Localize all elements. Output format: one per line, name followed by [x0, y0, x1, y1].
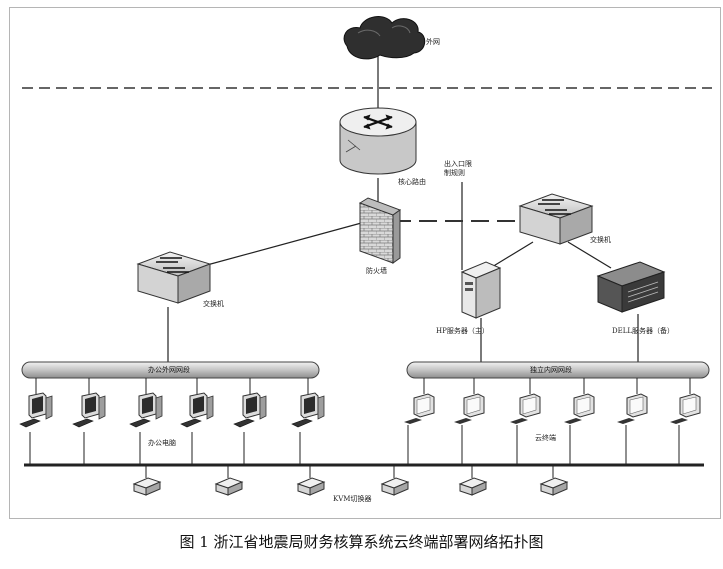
dell-server-label: DELL服务器（备） — [612, 327, 675, 335]
office-pc-icon — [129, 392, 163, 428]
core-router-label: 核心路由 — [398, 178, 426, 186]
link-firewall-left-switch — [195, 221, 366, 269]
kvm-unit-icon — [380, 477, 410, 496]
office-segment-bar — [21, 361, 320, 379]
kvm-unit-icon — [132, 477, 162, 496]
office-pc-group — [19, 392, 325, 428]
kvm-unit-icon — [458, 477, 488, 496]
office-pc-icon — [233, 392, 267, 428]
core-router-icon — [339, 107, 417, 175]
cloud-terminal-icon — [454, 393, 485, 424]
kvm-unit-icon — [296, 477, 326, 496]
dell-server-icon — [596, 261, 666, 313]
terminal-drop-lines — [29, 378, 691, 478]
cloud-terminal-icon — [404, 393, 435, 424]
kvm-unit-icon — [539, 477, 569, 496]
hp-server-icon — [460, 261, 502, 319]
cloud-terminal-group — [404, 393, 701, 424]
firewall-label: 防火墙 — [366, 267, 387, 275]
internal-segment-bar — [406, 361, 710, 379]
office-pc-icon — [72, 392, 106, 428]
office-pc-label: 办公电脑 — [148, 439, 176, 447]
kvm-switch-label: KVM切换器 — [333, 495, 372, 503]
office-segment-label: 办公外网网段 — [148, 366, 190, 374]
connection-lines — [167, 56, 639, 362]
right-switch-icon — [518, 193, 594, 245]
link-switch-dell — [567, 241, 612, 269]
firewall-icon — [358, 197, 402, 264]
figure-caption: 图 1 浙江省地震局财务核算系统云终端部署网络拓扑图 — [179, 533, 544, 551]
left-switch-icon — [136, 251, 212, 304]
right-switch-label: 交换机 — [590, 236, 611, 244]
office-pc-icon — [19, 392, 53, 428]
kvm-unit-icon — [214, 477, 244, 496]
cloud-terminal-icon — [617, 393, 648, 424]
office-pc-icon — [180, 392, 214, 428]
office-pc-icon — [291, 392, 325, 428]
hp-server-label: HP服务器（主） — [436, 327, 489, 335]
cloud-terminal-label: 云终端 — [535, 434, 556, 442]
internal-segment-label: 独立内网网段 — [530, 366, 572, 374]
left-switch-label: 交换机 — [203, 300, 224, 308]
cloud-terminal-icon — [564, 393, 595, 424]
egress-rule-label: 出入口限制规则 — [444, 160, 472, 177]
internet-cloud-icon — [343, 16, 426, 60]
cloud-terminal-icon — [510, 393, 541, 424]
kvm-switch-group — [132, 477, 569, 496]
internet-label: 外网 — [426, 38, 440, 46]
cloud-terminal-icon — [670, 393, 701, 424]
